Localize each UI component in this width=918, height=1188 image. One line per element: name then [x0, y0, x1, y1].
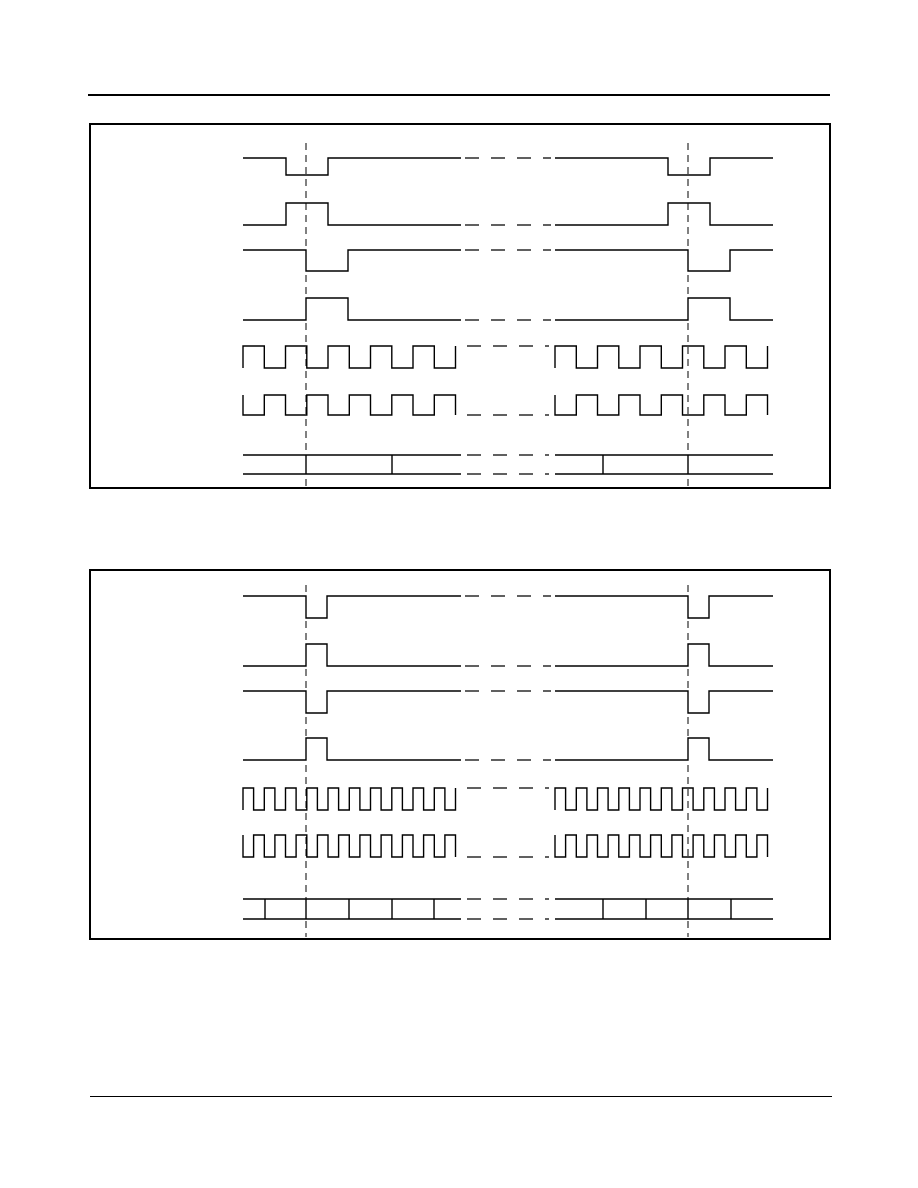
clock-2-segment-2	[554, 834, 769, 858]
signal-1-pulse-2	[555, 595, 773, 619]
footer-rule	[90, 1096, 832, 1097]
timing-diagram-2	[89, 569, 831, 940]
header-rule	[88, 94, 830, 96]
clock-2-segment-1	[242, 394, 457, 416]
clock-2-segment-1	[242, 834, 457, 858]
signal-1-pulse-1	[243, 157, 461, 176]
signal-2-pulse-1	[243, 643, 461, 667]
clock-1-segment-1	[242, 787, 457, 811]
signal-3-pulse-1	[243, 690, 461, 714]
signal-2-pulse-1	[243, 202, 461, 226]
signal-4-pulse-1	[243, 737, 461, 761]
timing-waveforms-1	[242, 143, 773, 487]
signal-2-pulse-2	[555, 202, 773, 226]
clock-2-segment-2	[554, 394, 769, 416]
clock-1-segment-2	[554, 345, 769, 369]
signal-4-pulse-1	[243, 297, 461, 321]
signal-4-pulse-2	[555, 737, 773, 761]
signal-3-pulse-2	[555, 690, 773, 714]
signal-3-pulse-2	[555, 249, 773, 272]
signal-3-pulse-1	[243, 249, 461, 272]
signal-4-pulse-2	[555, 297, 773, 321]
timing-waveforms-2	[242, 585, 773, 937]
signal-1-pulse-2	[555, 157, 773, 176]
signal-1-pulse-1	[243, 595, 461, 619]
signal-2-pulse-2	[555, 643, 773, 667]
clock-1-segment-2	[554, 787, 769, 811]
clock-1-segment-1	[242, 345, 457, 369]
timing-diagram-1	[89, 123, 831, 489]
